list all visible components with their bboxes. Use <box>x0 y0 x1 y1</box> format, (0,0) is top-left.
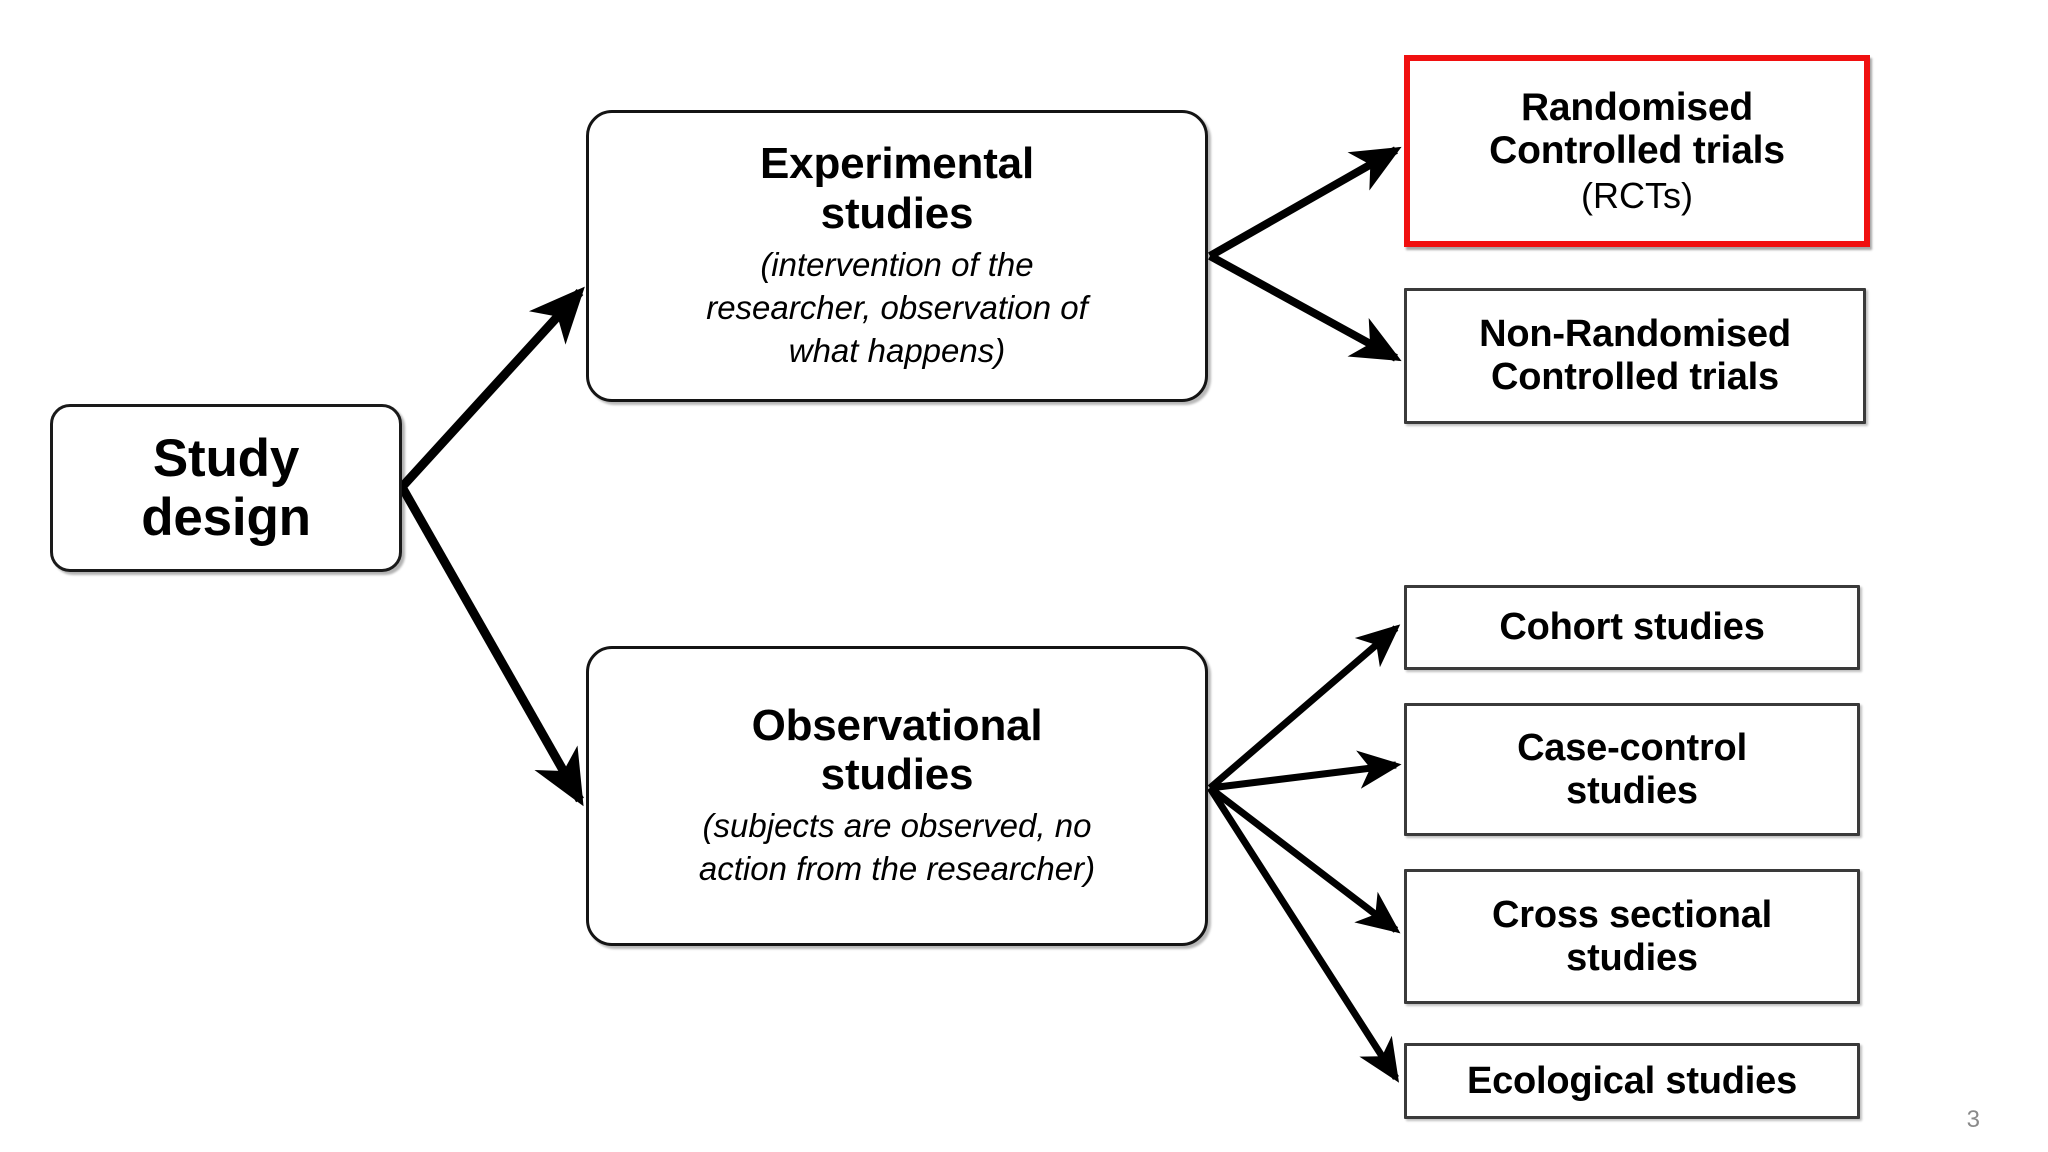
node-cohort-studies[interactable]: Cohort studies <box>1404 585 1860 670</box>
node-randomised-controlled-trials-title: Randomised Controlled trials <box>1489 85 1785 173</box>
node-case-control-studies-title: Case-control studies <box>1517 726 1747 812</box>
node-observational-studies[interactable]: Observational studies (subjects are obse… <box>586 646 1208 946</box>
node-randomised-controlled-trials-abbrev: (RCTs) <box>1581 175 1693 217</box>
node-randomised-controlled-trials[interactable]: Randomised Controlled trials (RCTs) <box>1404 55 1870 247</box>
node-experimental-studies-subtitle: (intervention of the researcher, observa… <box>706 245 1088 369</box>
edge-observational-to-ecological <box>1207 786 1400 1083</box>
node-non-randomised-controlled-trials-title: Non-Randomised Controlled trials <box>1479 313 1791 398</box>
edge-observational-to-cross-sectional <box>1207 785 1401 934</box>
page-number: 3 <box>1966 1106 1980 1133</box>
edge-study-design-to-experimental <box>398 286 585 491</box>
node-experimental-studies[interactable]: Experimental studies (intervention of th… <box>586 110 1208 402</box>
node-experimental-studies-title: Experimental studies <box>760 139 1034 238</box>
node-study-design[interactable]: Study design <box>50 404 402 572</box>
edge-observational-to-case-control <box>1209 750 1402 792</box>
node-non-randomised-controlled-trials[interactable]: Non-Randomised Controlled trials <box>1404 288 1866 424</box>
edge-study-design-to-observational <box>398 484 584 807</box>
edge-experimental-to-nonrct <box>1208 252 1402 362</box>
node-cohort-studies-title: Cohort studies <box>1499 606 1765 649</box>
node-ecological-studies[interactable]: Ecological studies <box>1404 1043 1860 1119</box>
node-case-control-studies[interactable]: Case-control studies <box>1404 703 1860 836</box>
edge-experimental-to-rct <box>1208 146 1402 260</box>
node-observational-studies-subtitle: (subjects are observed, no action from t… <box>698 807 1096 888</box>
node-cross-sectional-studies[interactable]: Cross sectional studies <box>1404 869 1860 1004</box>
node-ecological-studies-title: Ecological studies <box>1466 1059 1798 1102</box>
node-observational-studies-title: Observational studies <box>751 700 1043 800</box>
node-cross-sectional-studies-title: Cross sectional studies <box>1492 893 1772 979</box>
edge-observational-to-cohort <box>1207 624 1401 791</box>
node-study-design-title: Study design <box>141 428 311 547</box>
